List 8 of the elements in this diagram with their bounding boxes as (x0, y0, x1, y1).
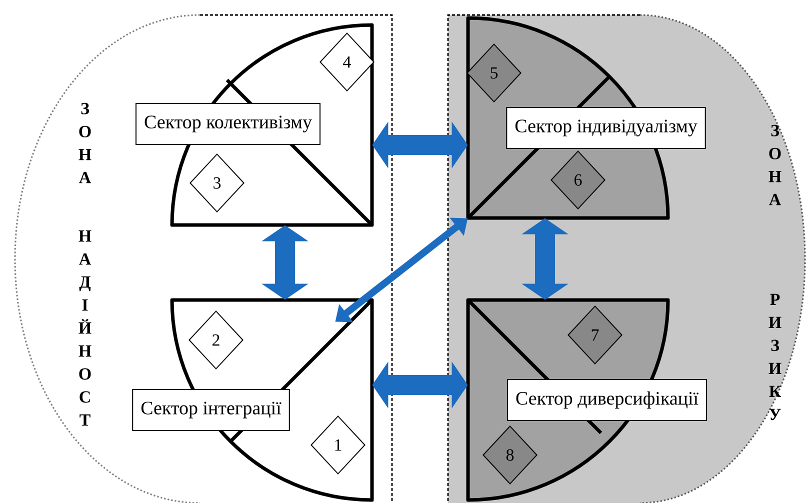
sector-label-box: Сектор інтеграції (132, 389, 290, 431)
vertical-zone-label: РИЗИКУ (768, 294, 782, 420)
sector-label-box: Сектор індивідуалізму (506, 107, 706, 149)
sector-label-box: Сектор колективізму (136, 103, 321, 145)
sector-label-box: Сектор диверсифікації (507, 379, 708, 421)
vertical-zone-label: ЗОНА (78, 102, 92, 184)
vertical-zone-label: НАДІЙНОСТ (78, 230, 92, 426)
vertical-zone-label: ЗОНА (768, 124, 782, 206)
